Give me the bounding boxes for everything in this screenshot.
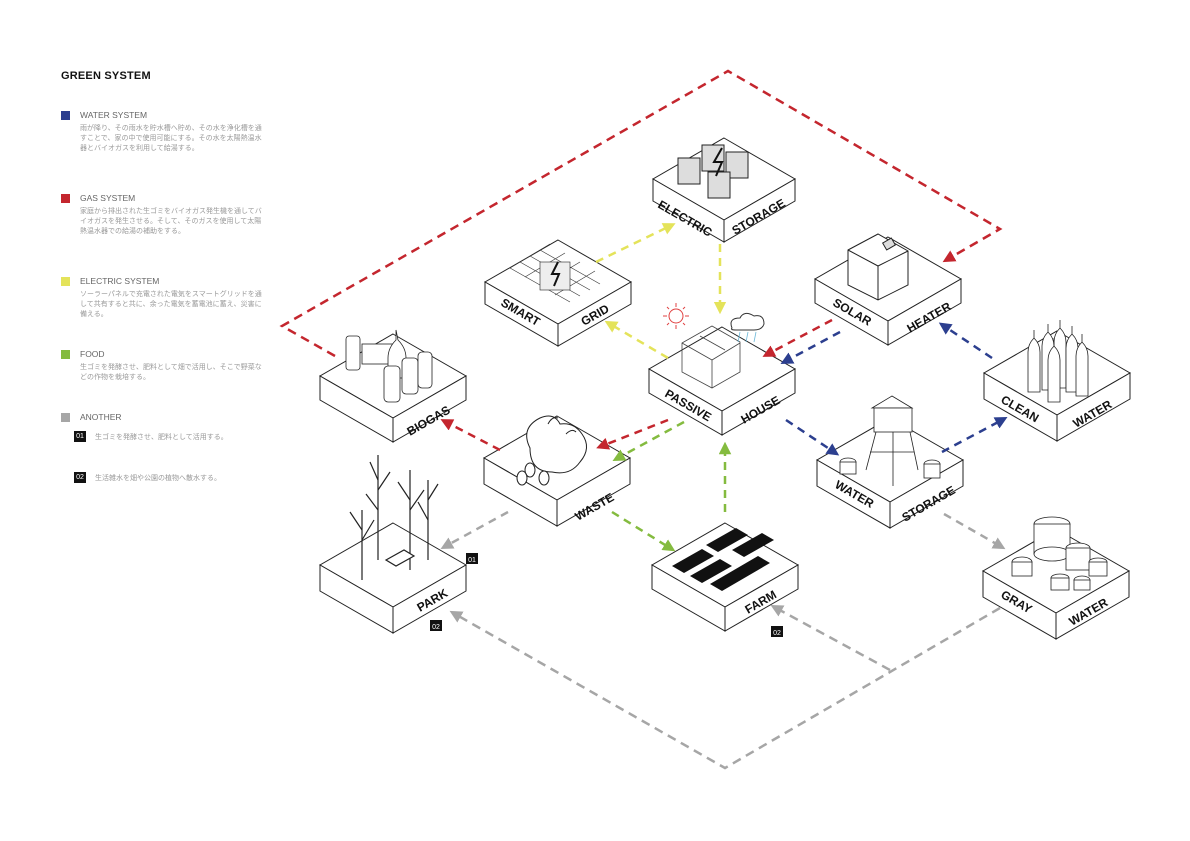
water-swatch (61, 111, 70, 120)
grid-icon (509, 243, 601, 303)
gas-swatch (61, 194, 70, 203)
legend-desc-water: 雨が降り、その雨水を貯水槽へ貯め、その水を浄化槽を通すことで、家の中で使用可能に… (80, 125, 262, 152)
another-swatch (61, 413, 70, 422)
water-tower-icon (839, 395, 941, 486)
note-02-tag: 02 (74, 472, 86, 483)
legend-label-gas: GAS SYSTEM (80, 193, 136, 203)
greenhouse-icon (681, 325, 741, 389)
battery-icon (677, 144, 749, 199)
park-marker-02: 02 (430, 620, 442, 631)
block-solar-heater: SOLAR HEATER (813, 233, 963, 346)
bottles-icon (1027, 320, 1089, 403)
food-swatch (61, 350, 70, 359)
rain-cloud-icon (730, 312, 765, 343)
legend-desc-gas: 家庭から排出された生ゴミをバイオガス発生機を通してバイオガスを発生させる。そして… (80, 208, 262, 235)
legend-desc-food: 生ゴミを発酵させ、肥料として畑で活用し、そこで野菜などの作物を栽培する。 (80, 364, 262, 381)
block-smart-grid: SMART GRID (483, 239, 633, 347)
trees-icon (349, 455, 439, 580)
block-gray-water: GRAY WATER (981, 516, 1131, 640)
legend: GREEN SYSTEM WATER SYSTEM 雨が降り、その雨水を貯水槽へ… (61, 70, 262, 483)
gray-loop-arrow (449, 605, 1001, 770)
legend-label-another: ANOTHER (80, 412, 122, 422)
block-farm: FARM (650, 522, 800, 632)
legend-label-water: WATER SYSTEM (80, 110, 148, 120)
block-clean-water: CLEAN WATER (982, 320, 1132, 442)
crops-icon (672, 528, 774, 591)
another-arrows (440, 510, 1006, 550)
farm-marker-02: 02 (771, 626, 783, 637)
block-passive-house: PASSIVE HOUSE (647, 303, 797, 436)
garbage-bags-icon (516, 415, 587, 486)
note-01-tag: 01 (74, 431, 86, 442)
block-biogas: BIOGAS (318, 329, 468, 443)
gray-water-tanks-icon (1011, 516, 1108, 591)
svg-text:02: 02 (432, 624, 440, 631)
note-02-text: 生活雑水を畑や公園の植物へ散水する。 (95, 475, 221, 482)
legend-title: GREEN SYSTEM (61, 70, 151, 82)
sun-icon (663, 303, 689, 329)
note-01-text: 生ゴミを発酵させ、肥料として活用する。 (95, 434, 228, 441)
legend-desc-electric: ソーラーパネルで充電された電気をスマートグリッドを通して共有すると共に、余った電… (80, 291, 262, 318)
legend-label-electric: ELECTRIC SYSTEM (80, 276, 160, 286)
house-icon (847, 233, 909, 301)
park-marker-01: 01 (466, 553, 478, 564)
svg-text:01: 01 (468, 557, 476, 564)
legend-label-food: FOOD (80, 349, 105, 359)
block-electric-storage: ELECTRIC STORAGE (652, 137, 796, 243)
water-arrows (780, 322, 1008, 456)
gas-arrows (440, 318, 833, 452)
block-park: PARK (318, 455, 468, 634)
food-arrows (611, 420, 732, 552)
gas-loop-arrow (279, 69, 1003, 358)
block-waste: WASTE (482, 415, 632, 527)
electric-arrows (595, 223, 727, 360)
block-water-storage: WATER STORAGE (815, 395, 965, 529)
electric-swatch (61, 277, 70, 286)
biogas-plant-icon (345, 329, 433, 403)
svg-text:02: 02 (773, 630, 781, 637)
